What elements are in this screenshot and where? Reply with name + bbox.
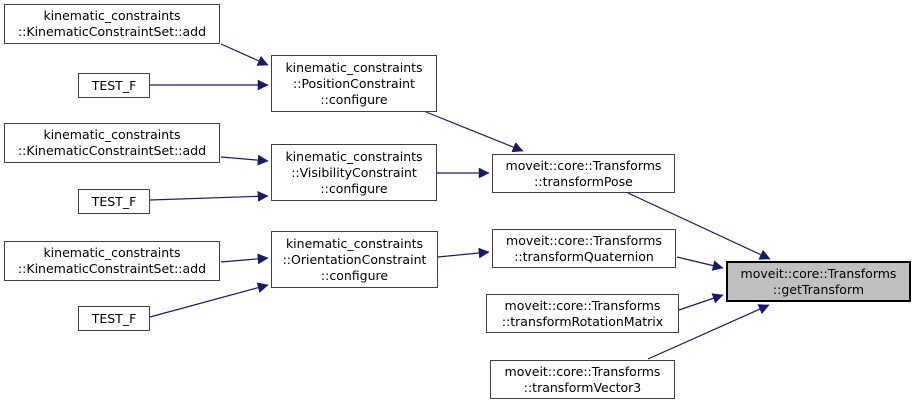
node-kinematic-constraint-set-add-3[interactable]: kinematic_constraints ::KinematicConstra… bbox=[4, 241, 220, 281]
node-label-line: TEST_F bbox=[91, 193, 137, 209]
node-kinematic-constraint-set-add-1[interactable]: kinematic_constraints ::KinematicConstra… bbox=[4, 4, 220, 44]
node-label-line: ::PositionConstraint bbox=[293, 75, 415, 91]
node-label-line: kinematic_constraints bbox=[285, 235, 424, 251]
node-transform-vector3[interactable]: moveit::core::Transforms ::transformVect… bbox=[490, 360, 675, 399]
node-label-line: kinematic_constraints bbox=[285, 59, 423, 75]
node-label-line: ::OrientationConstraint bbox=[282, 251, 427, 267]
edge-transform-rotation-matrix-to-get-transform bbox=[678, 293, 724, 311]
edge-test-f-2-to-visibility-configure bbox=[149, 190, 269, 202]
edge-test-f-3-to-orientation-configure bbox=[149, 282, 269, 318]
node-visibility-constraint-configure[interactable]: kinematic_constraints ::VisibilityConstr… bbox=[271, 144, 437, 201]
node-test-f-3[interactable]: TEST_F bbox=[78, 306, 150, 331]
node-label-line: ::transformQuaternion bbox=[514, 248, 654, 264]
node-label-line: ::configure bbox=[320, 180, 388, 196]
edge-orientation-configure-to-transform-quaternion bbox=[437, 247, 490, 259]
node-label-line: ::configure bbox=[320, 267, 389, 283]
node-label-line: moveit::core::Transforms bbox=[740, 265, 897, 281]
node-transform-quaternion[interactable]: moveit::core::Transforms ::transformQuat… bbox=[492, 229, 676, 268]
node-label-line: ::KinematicConstraintSet::add bbox=[17, 261, 207, 276]
node-label-line: kinematic_constraints bbox=[285, 148, 423, 164]
node-label-line: TEST_F bbox=[91, 310, 137, 326]
node-label-line: ::KinematicConstraintSet::add bbox=[17, 143, 207, 158]
node-label-line: ::getTransform bbox=[772, 281, 865, 297]
node-label-line: ::configure bbox=[320, 91, 388, 107]
node-orientation-constraint-configure[interactable]: kinematic_constraints ::OrientationConst… bbox=[271, 231, 438, 288]
node-label-line: ::transformRotationMatrix bbox=[501, 313, 664, 329]
node-label-line: ::VisibilityConstraint bbox=[291, 164, 417, 180]
edge-kcs-add-3-to-orientation-configure bbox=[220, 253, 269, 265]
node-test-f-2[interactable]: TEST_F bbox=[78, 189, 150, 214]
node-test-f-1[interactable]: TEST_F bbox=[78, 73, 150, 98]
node-get-transform-highlighted: moveit::core::Transforms ::getTransform bbox=[726, 261, 911, 302]
edge-kcs-add-1-to-position-configure bbox=[220, 43, 269, 66]
node-transform-pose[interactable]: moveit::core::Transforms ::transformPose bbox=[492, 154, 675, 193]
node-label-line: kinematic_constraints bbox=[43, 245, 181, 260]
edge-position-configure-to-transform-pose bbox=[425, 111, 524, 153]
node-kinematic-constraint-set-add-2[interactable]: kinematic_constraints ::KinematicConstra… bbox=[4, 123, 220, 163]
node-label-line: kinematic_constraints bbox=[43, 127, 181, 142]
edge-kcs-add-2-to-visibility-configure bbox=[220, 154, 269, 166]
node-label-line: moveit::core::Transforms bbox=[505, 157, 662, 173]
edge-transform-vector3-to-get-transform bbox=[647, 304, 770, 360]
node-label-line: TEST_F bbox=[91, 77, 137, 93]
node-label-line: kinematic_constraints bbox=[43, 8, 181, 23]
node-label-line: moveit::core::Transforms bbox=[506, 232, 662, 248]
node-position-constraint-configure[interactable]: kinematic_constraints ::PositionConstrai… bbox=[271, 55, 437, 112]
edge-transform-quaternion-to-get-transform bbox=[676, 256, 724, 271]
node-transform-rotation-matrix[interactable]: moveit::core::Transforms ::transformRota… bbox=[486, 294, 679, 333]
node-label-line: moveit::core::Transforms bbox=[504, 297, 661, 313]
node-label-line: ::KinematicConstraintSet::add bbox=[17, 24, 207, 39]
edge-transform-pose-to-get-transform bbox=[627, 192, 771, 260]
node-label-line: ::transformVector3 bbox=[523, 379, 642, 395]
node-label-line: moveit::core::Transforms bbox=[504, 363, 661, 379]
node-label-line: ::transformPose bbox=[534, 173, 633, 189]
